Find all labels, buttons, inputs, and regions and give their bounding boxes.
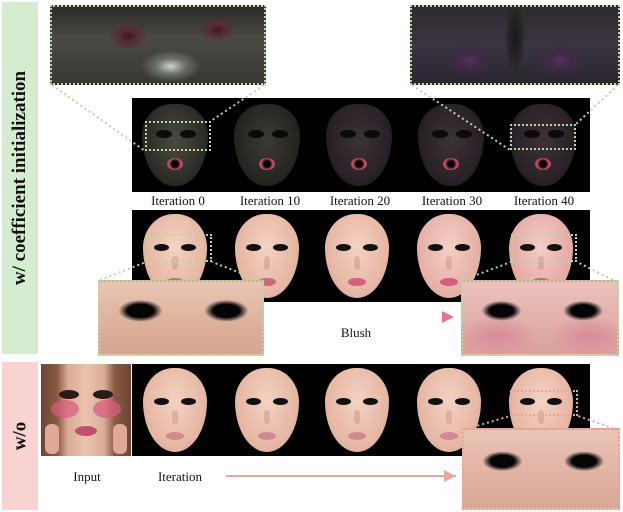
eye-zoom-iter-40 bbox=[461, 280, 619, 356]
face-without-0 bbox=[140, 366, 210, 454]
face-zoom-box-without bbox=[510, 390, 578, 416]
blush-label: Blush bbox=[318, 325, 394, 341]
texture-zoom-left bbox=[50, 5, 266, 85]
texture-zoom-box-left bbox=[145, 121, 211, 151]
input-label: Input bbox=[58, 469, 116, 485]
iteration-caption-4: Iteration 40 bbox=[502, 193, 586, 209]
texture-iter-30 bbox=[412, 100, 490, 190]
texture-iter-10 bbox=[228, 100, 306, 190]
face-zoom-box-right bbox=[511, 234, 577, 262]
iteration-caption-0: Iteration 0 bbox=[136, 193, 220, 209]
face-without-1 bbox=[232, 366, 302, 454]
eye-zoom-without bbox=[462, 428, 620, 510]
iteration-caption-2: Iteration 20 bbox=[318, 193, 402, 209]
iteration-caption-1: Iteration 10 bbox=[228, 193, 312, 209]
with-init-label: w/ coefficient initialization bbox=[9, 71, 31, 285]
eye-zoom-iter-0 bbox=[98, 280, 264, 356]
with-init-band: w/ coefficient initialization bbox=[2, 2, 38, 354]
without-label: w/o bbox=[9, 422, 31, 451]
iteration-caption-3: Iteration 30 bbox=[410, 193, 494, 209]
face-zoom-box-left bbox=[146, 234, 212, 262]
texture-zoom-right bbox=[410, 5, 620, 85]
face-with-init-2 bbox=[322, 212, 392, 300]
without-band: w/o bbox=[2, 362, 38, 510]
texture-zoom-box-right bbox=[510, 124, 576, 150]
input-photo bbox=[41, 364, 131, 456]
texture-iter-20 bbox=[320, 100, 398, 190]
iteration-label: Iteration bbox=[148, 469, 212, 485]
face-without-2 bbox=[322, 366, 392, 454]
